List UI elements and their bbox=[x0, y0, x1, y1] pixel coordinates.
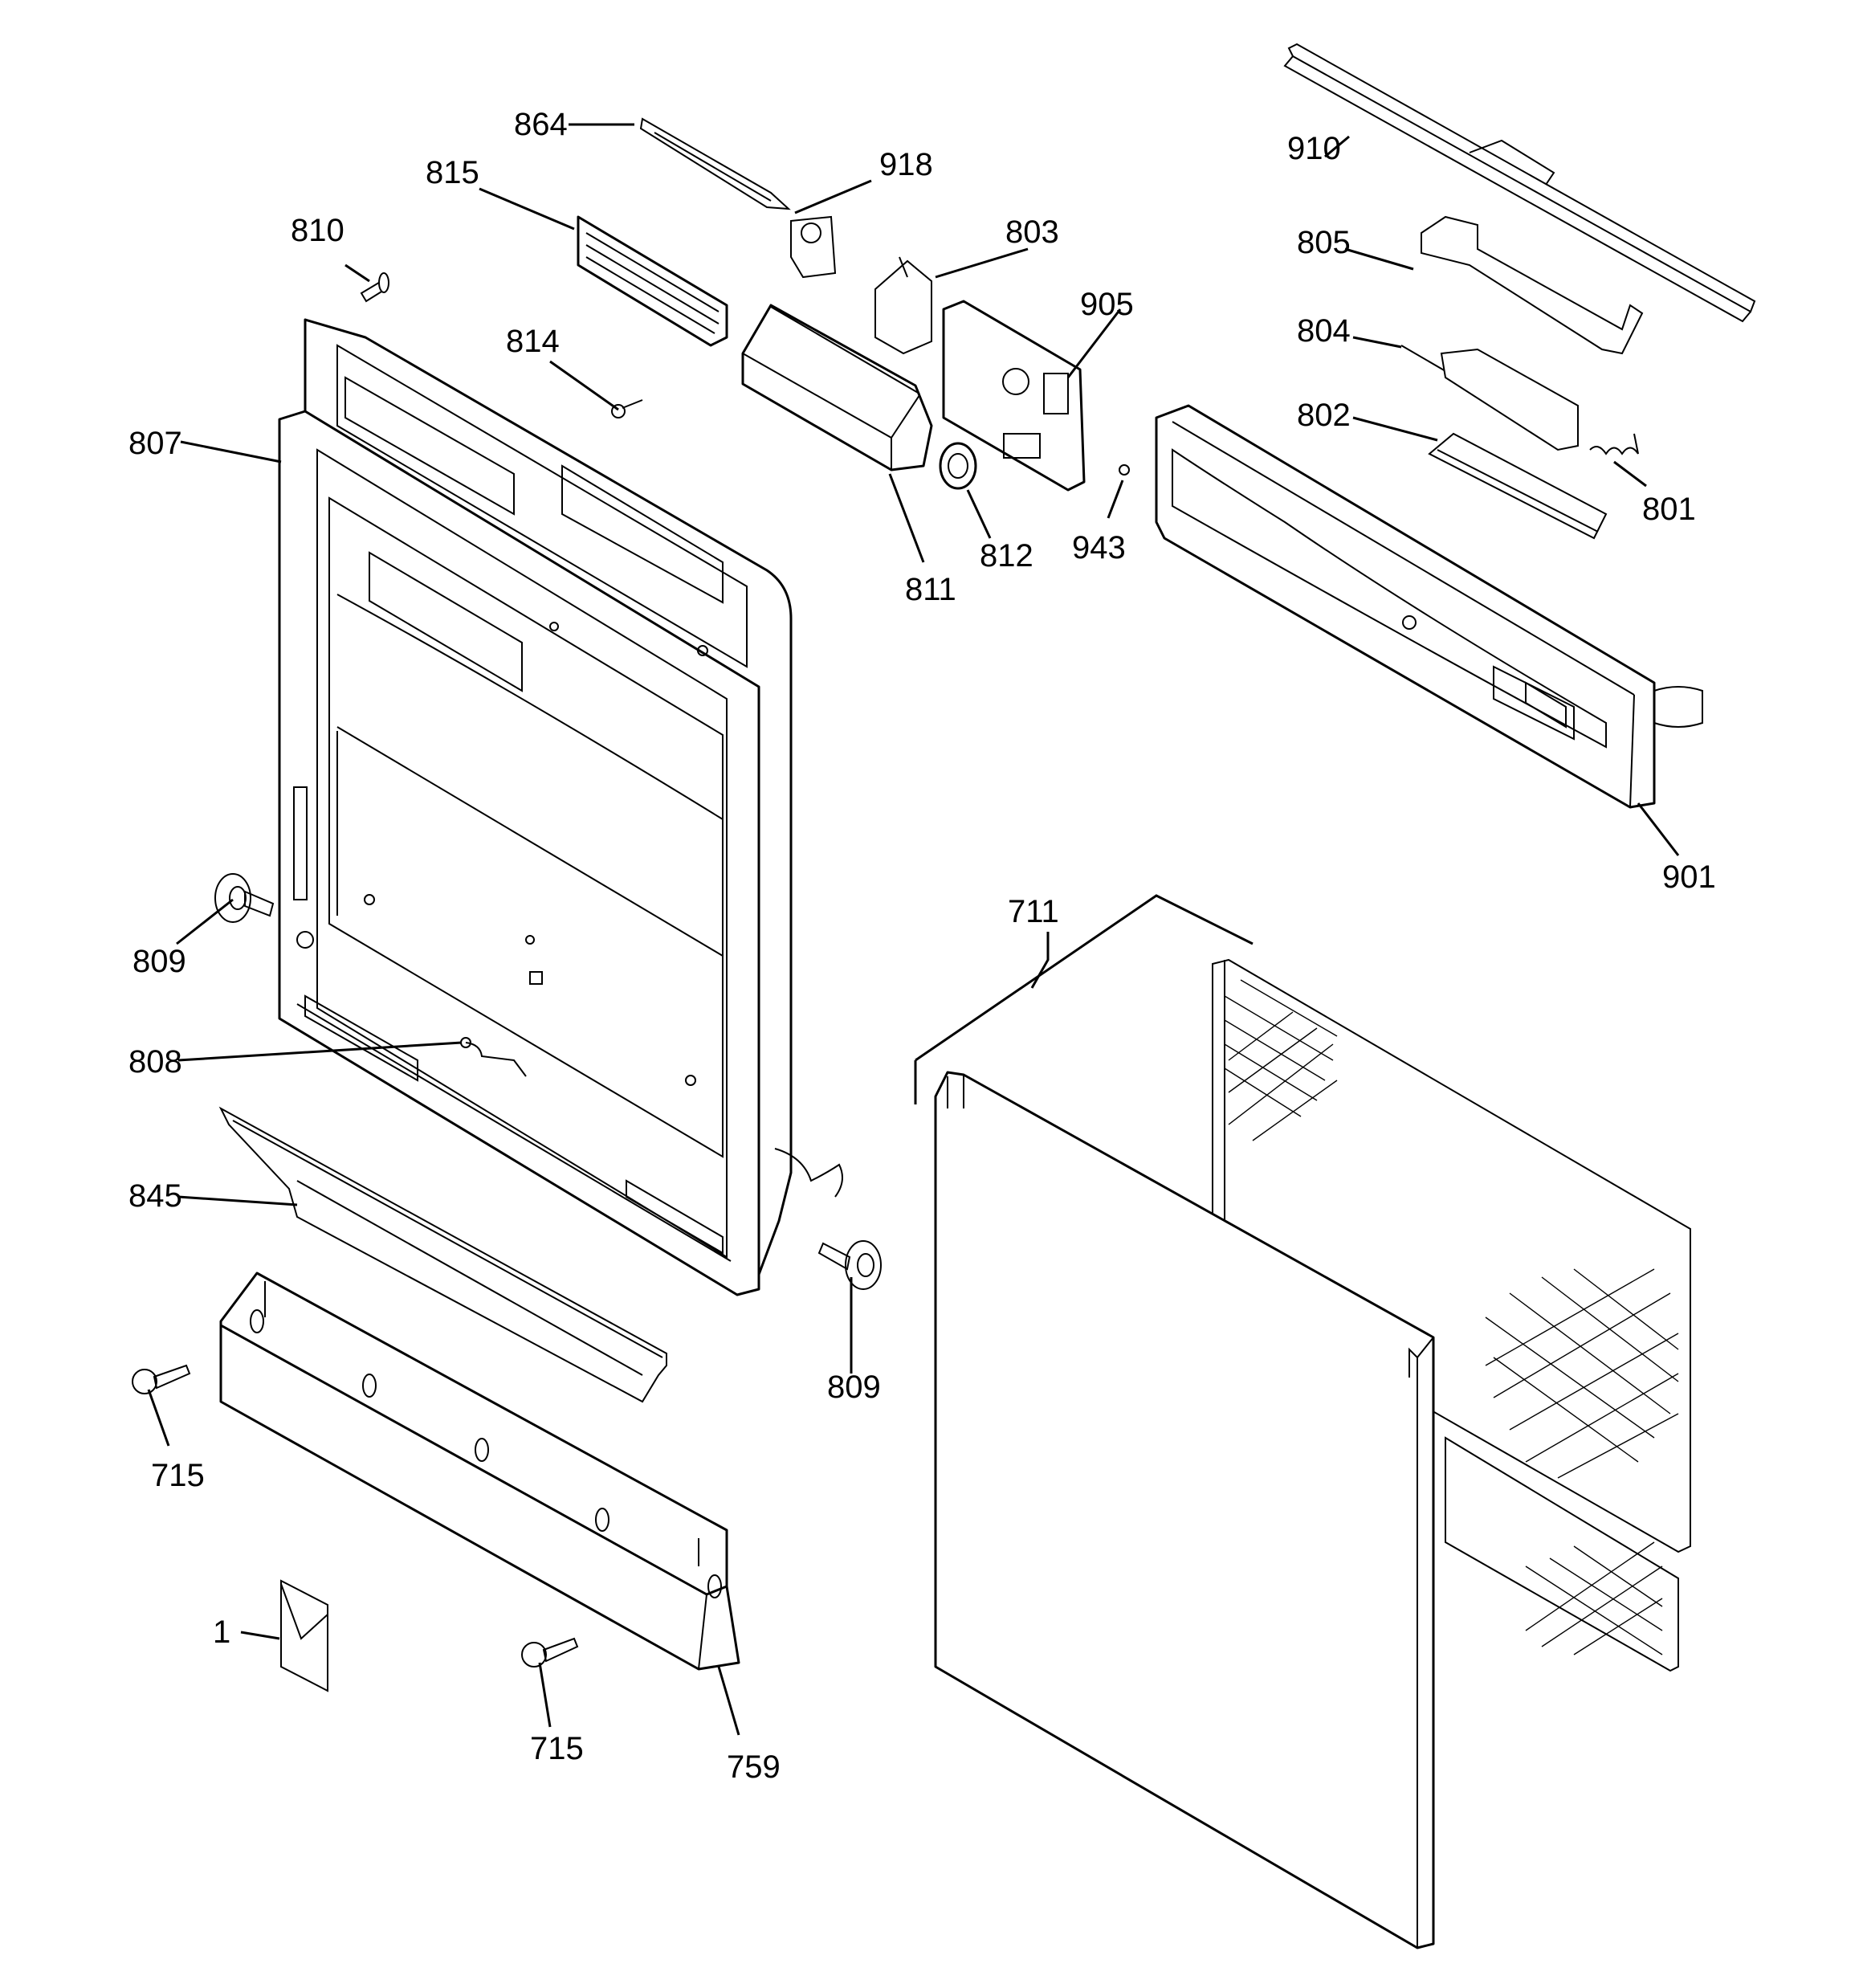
inner-door-panel bbox=[278, 318, 843, 1296]
console-901 bbox=[1155, 404, 1703, 809]
callout-759: 759 bbox=[727, 1749, 781, 1785]
callout-814: 814 bbox=[506, 324, 560, 359]
callout-845: 845 bbox=[128, 1178, 182, 1214]
control-module-811 bbox=[741, 304, 933, 471]
callout-943: 943 bbox=[1072, 530, 1126, 565]
door-panel-kit-711 bbox=[934, 958, 1691, 1949]
callout-864: 864 bbox=[514, 107, 568, 142]
callout-815: 815 bbox=[426, 155, 479, 190]
callout-715-left: 715 bbox=[151, 1458, 205, 1493]
screw-715-left bbox=[132, 1364, 191, 1394]
leader-lines bbox=[147, 123, 1680, 1736]
callout-808: 808 bbox=[128, 1044, 182, 1080]
callout-918: 918 bbox=[879, 147, 933, 182]
spring-801 bbox=[1589, 433, 1639, 455]
screw-943 bbox=[1119, 464, 1130, 476]
vent-cover-864 bbox=[639, 117, 791, 210]
callout-804: 804 bbox=[1297, 313, 1351, 349]
callout-905: 905 bbox=[1080, 287, 1134, 322]
callout-802: 802 bbox=[1297, 398, 1351, 433]
rod-804 bbox=[1400, 345, 1579, 451]
callout-812: 812 bbox=[980, 538, 1033, 574]
callout-805: 805 bbox=[1297, 225, 1351, 260]
callout-807: 807 bbox=[128, 426, 182, 461]
screw-809-right bbox=[817, 1240, 882, 1290]
literature-packet bbox=[280, 1579, 328, 1692]
callout-809-left: 809 bbox=[132, 944, 186, 979]
screw-715-bottom bbox=[521, 1637, 579, 1668]
bracket-805 bbox=[1421, 215, 1644, 355]
callout-801: 801 bbox=[1642, 492, 1696, 527]
callout-711: 711 bbox=[1008, 894, 1059, 929]
callout-labels: 864 918 815 810 803 910 805 905 814 804 … bbox=[128, 107, 1716, 1785]
callout-1: 1 bbox=[213, 1614, 230, 1650]
callout-910: 910 bbox=[1287, 131, 1341, 166]
vent-grille-815 bbox=[577, 215, 728, 347]
callout-901: 901 bbox=[1662, 859, 1716, 895]
screw-810 bbox=[360, 272, 389, 303]
handle-bracket-802 bbox=[1428, 432, 1608, 540]
callout-810: 810 bbox=[291, 213, 344, 248]
control-board-905 bbox=[942, 300, 1086, 492]
top-rail-910 bbox=[1283, 43, 1756, 323]
switch-918 bbox=[790, 215, 837, 279]
callout-803: 803 bbox=[1005, 214, 1059, 250]
screw-809-left bbox=[214, 873, 275, 923]
callout-715-bottom: 715 bbox=[530, 1731, 584, 1766]
callout-811: 811 bbox=[905, 572, 956, 607]
door-switch-803 bbox=[874, 256, 932, 355]
toe-kick-panel bbox=[219, 1272, 740, 1671]
knob-812 bbox=[939, 442, 977, 490]
callout-809-right: 809 bbox=[827, 1370, 881, 1405]
bottom-vent-strip bbox=[218, 1106, 667, 1403]
